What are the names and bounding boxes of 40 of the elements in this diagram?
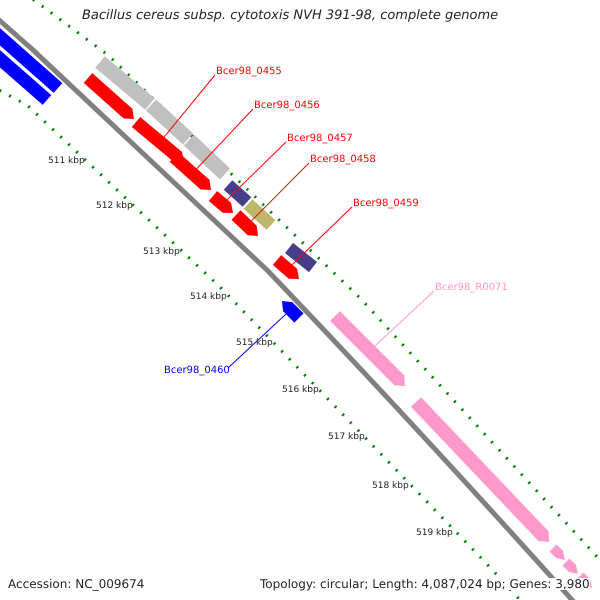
gene-label: Bcer98_0457 [287, 134, 353, 144]
gene-label: Bcer98_0458 [310, 155, 376, 165]
title: Bacillus cereus subsp. cytotoxis NVH 391-98, complete genome [82, 9, 498, 22]
scale-label: 515 kbp [236, 339, 273, 348]
scale-label: 511 kbp [48, 157, 85, 166]
gene-block [224, 180, 252, 207]
gene-segment [410, 397, 549, 542]
leader-line [228, 314, 286, 368]
scale-label: 514 kbp [190, 293, 227, 302]
gene-segment [550, 544, 565, 560]
gene-segment [84, 73, 134, 119]
leader-line [374, 290, 434, 347]
gene-segment [208, 191, 233, 213]
scale-label: 516 kbp [282, 386, 319, 395]
gene-block [285, 242, 317, 272]
gene-label: Bcer98_0456 [254, 101, 320, 111]
gene-block [184, 134, 230, 180]
scale-label: 519 kbp [416, 529, 453, 538]
gene-block [95, 56, 155, 110]
gene-segment [562, 558, 578, 574]
leader-line [251, 162, 310, 222]
gene-block [146, 100, 194, 144]
leader-line [164, 74, 216, 138]
leader-line [292, 206, 352, 266]
footer-text: Accession: NC_009674 [8, 578, 144, 590]
leader-line [196, 108, 254, 170]
gene-segment [232, 210, 258, 236]
gene-label: Bcer98_0455 [216, 67, 282, 77]
gene-segment [330, 311, 405, 386]
gene-label: Bcer98_0460 [164, 366, 230, 376]
gene-segment [132, 117, 184, 162]
gene-block [244, 199, 276, 230]
gene-segment [282, 301, 304, 323]
leader-line [226, 142, 286, 200]
scale-label: 512 kbp [96, 202, 133, 211]
scale-label: 517 kbp [328, 433, 365, 442]
gene-segment [272, 255, 299, 279]
gene-label: Bcer98_0459 [353, 199, 419, 209]
scale-label: 513 kbp [143, 248, 180, 257]
gene-label: Bcer98_R0071 [435, 283, 508, 293]
